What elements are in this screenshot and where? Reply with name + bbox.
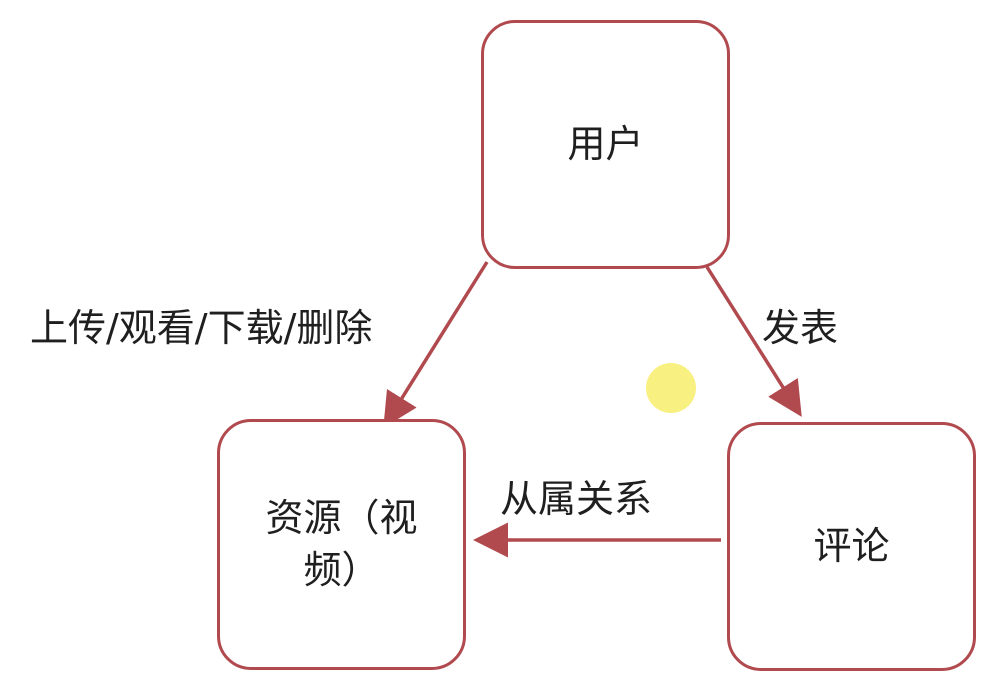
edge-label-publish: 发表 [762, 306, 839, 350]
arrow-user-to-comment [705, 266, 802, 417]
node-resource: 资源（视频） [217, 419, 466, 670]
node-comment-label: 评论 [813, 523, 890, 568]
node-comment: 评论 [727, 422, 976, 671]
arrow-user-to-resource [383, 261, 489, 428]
edge-label-belongs-to: 从属关系 [500, 477, 653, 521]
node-user: 用户 [481, 20, 730, 269]
cursor-highlight-dot [646, 363, 696, 413]
node-user-label: 用户 [567, 121, 644, 166]
node-resource-label: 资源（视频） [265, 496, 418, 592]
edge-label-upload-view-download-delete: 上传/观看/下载/删除 [30, 306, 373, 350]
